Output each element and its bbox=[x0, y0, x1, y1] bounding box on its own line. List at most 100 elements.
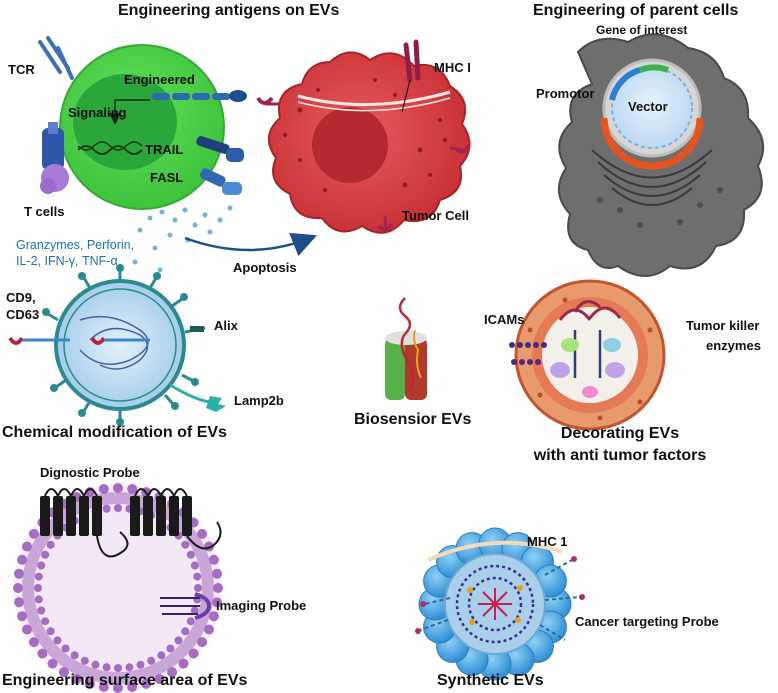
lipid-head bbox=[14, 597, 24, 608]
title-engineering-surface: Engineering surface area of EVs bbox=[2, 672, 248, 689]
lipid-head bbox=[114, 664, 122, 672]
lipid-head bbox=[47, 658, 58, 669]
lipid-head bbox=[102, 504, 111, 513]
lipid-head bbox=[71, 674, 82, 684]
label-cytokines-line2: IL-2, IFN-γ, TNF-α bbox=[16, 254, 118, 268]
lipid-head bbox=[14, 568, 24, 579]
lipid-head bbox=[208, 611, 219, 622]
label-enzymes: enzymes bbox=[706, 338, 761, 353]
lipid-head bbox=[37, 648, 48, 659]
label-fasl: FASL bbox=[150, 170, 184, 185]
lipid-head bbox=[208, 554, 219, 565]
lipid-head bbox=[17, 611, 28, 622]
chemically-modified-ev-illustration bbox=[8, 264, 226, 426]
lipid-head bbox=[41, 617, 50, 626]
tumor-cell-illustration bbox=[256, 39, 471, 234]
lipid-head bbox=[98, 682, 109, 692]
lipid-head bbox=[13, 583, 23, 593]
label-lamp2b: Lamp2b bbox=[234, 393, 284, 408]
label-cancer-targeting-probe: Cancer targeting Probe bbox=[575, 614, 719, 629]
lipid-head bbox=[22, 541, 32, 552]
label-gene-of-interest: Gene of interest bbox=[596, 23, 688, 37]
label-promotor: Promotor bbox=[536, 86, 595, 101]
lipid-head bbox=[193, 572, 202, 581]
label-engineered: Engineered bbox=[124, 72, 195, 87]
lipid-head bbox=[17, 554, 28, 565]
lipid-head bbox=[41, 550, 50, 559]
lipid-head bbox=[125, 663, 134, 672]
lipid-head bbox=[114, 504, 122, 512]
lipid-head bbox=[186, 550, 195, 559]
lipid-head bbox=[174, 636, 183, 645]
label-tumor-killer: Tumor killer bbox=[686, 318, 760, 333]
lipid-head bbox=[127, 682, 138, 692]
lipid-head bbox=[213, 583, 223, 593]
label-cytokines-line1: Granzymes, Perforin, bbox=[16, 238, 135, 252]
decorated-ev-illustration bbox=[509, 279, 666, 431]
label-alix: Alix bbox=[214, 318, 238, 333]
lipid-head bbox=[22, 624, 32, 635]
title-anti-tumor-factors: with anti tumor factors bbox=[533, 447, 707, 464]
title-chemical-modification: Chemical modification of EVs bbox=[2, 424, 227, 441]
lipid-head bbox=[181, 540, 190, 549]
label-vector: Vector bbox=[628, 99, 668, 114]
lipid-head bbox=[53, 636, 62, 645]
lipid-head bbox=[113, 483, 123, 493]
lipid-head bbox=[80, 656, 89, 665]
lipid-head bbox=[91, 660, 100, 669]
title-engineering-antigens: Engineering antigens on EVs bbox=[118, 2, 340, 19]
title-biosensor-evs: Biosensior EVs bbox=[354, 411, 472, 428]
lipid-head bbox=[70, 651, 79, 660]
title-decorating-evs: Decorating EVs bbox=[560, 425, 680, 442]
lipid-head bbox=[212, 597, 222, 608]
label-apoptosis: Apoptosis bbox=[233, 260, 297, 275]
lipid-head bbox=[190, 606, 199, 615]
title-synthetic-evs: Synthetic EVs bbox=[437, 672, 544, 689]
lipid-head bbox=[188, 648, 199, 659]
lipid-head bbox=[84, 678, 95, 689]
lipid-head bbox=[167, 667, 178, 678]
lipid-head bbox=[147, 656, 156, 665]
parent-cell-illustration bbox=[558, 33, 765, 277]
lipid-head bbox=[98, 484, 109, 494]
biosensor-ev-illustration bbox=[385, 297, 427, 400]
label-diagnostic-probe: Dignostic Probe bbox=[40, 465, 140, 480]
label-cd9: CD9, bbox=[6, 290, 36, 305]
label-imaging-probe: Imaging Probe bbox=[216, 598, 307, 613]
lipid-head bbox=[186, 617, 195, 626]
t-cell-illustration bbox=[38, 36, 247, 210]
lipid-head bbox=[154, 674, 165, 684]
lipid-head bbox=[46, 627, 55, 636]
lipid-head bbox=[204, 624, 214, 635]
lipid-head bbox=[28, 528, 39, 539]
lipid-head bbox=[178, 658, 189, 669]
lipid-head bbox=[181, 627, 190, 636]
lipid-head bbox=[28, 637, 39, 648]
lipid-head bbox=[102, 663, 111, 672]
lipid-head bbox=[37, 606, 46, 615]
label-tcr: TCR bbox=[8, 62, 35, 77]
lipid-head bbox=[58, 667, 69, 678]
surface-engineered-ev-illustration bbox=[13, 483, 223, 693]
lipid-head bbox=[127, 484, 138, 494]
label-tumor-cell: Tumor Cell bbox=[402, 208, 469, 223]
lipid-head bbox=[46, 540, 55, 549]
lipid-head bbox=[141, 678, 152, 689]
apoptosis-arrow bbox=[184, 232, 317, 257]
lipid-head bbox=[37, 561, 46, 570]
lipid-head bbox=[34, 595, 43, 604]
label-trail: TRAIL bbox=[145, 142, 184, 157]
lipid-head bbox=[212, 568, 222, 579]
lipid-head bbox=[190, 561, 199, 570]
lipid-head bbox=[113, 683, 123, 693]
label-cd63: CD63 bbox=[6, 307, 40, 322]
lipid-head bbox=[197, 528, 208, 539]
synthetic-ev-illustration bbox=[415, 527, 585, 681]
label-signaling: Signaling bbox=[68, 105, 127, 120]
lipid-head bbox=[166, 644, 175, 653]
title-engineering-parent-cells: Engineering of parent cells bbox=[533, 2, 739, 19]
label-mhc-i: MHC I bbox=[434, 60, 471, 75]
label-icams: ICAMs bbox=[484, 312, 525, 327]
lipid-head bbox=[194, 584, 202, 592]
